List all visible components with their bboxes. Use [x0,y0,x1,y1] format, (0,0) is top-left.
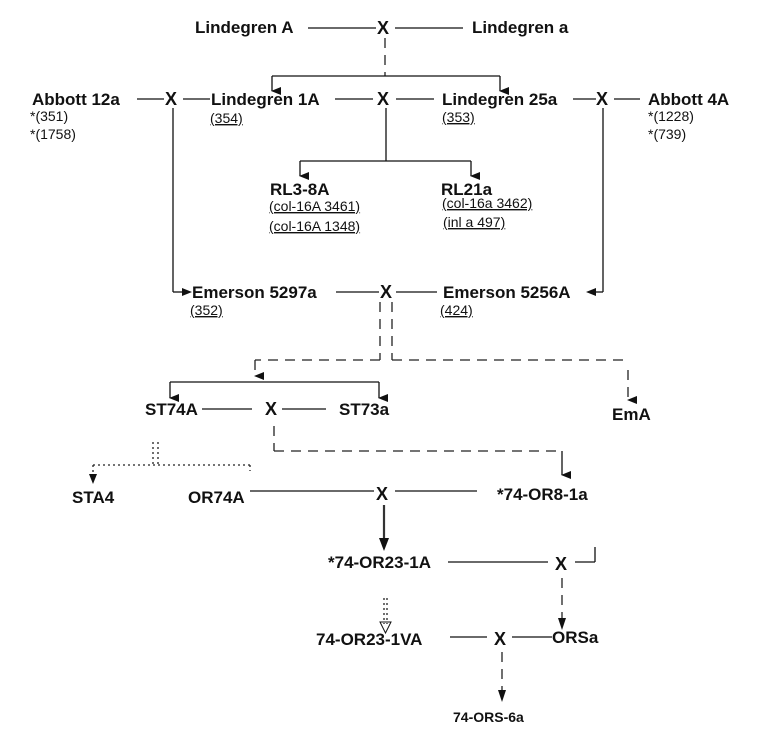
node-lindegren-A: Lindegren A [195,18,294,37]
note-abbott-4A-1: *(1228) [648,108,694,124]
node-emA: EmA [612,405,651,424]
arrow-to-emerson-5297a [182,288,192,296]
arrow-to-or23-1VA [379,621,392,635]
cross-symbol-4: X [596,89,608,109]
node-or23-1A: *74-OR23-1A [328,553,431,572]
note-abbott-4A-2: *(739) [648,126,686,142]
cross-symbol-9: X [494,629,506,649]
node-abbott-12a: Abbott 12a [32,90,120,109]
node-emerson-5297a: Emerson 5297a [192,283,317,302]
arrow-to-or23-1A [379,538,389,551]
node-st74A: ST74A [145,400,198,419]
node-or74A: OR74A [188,488,245,507]
arrow-to-ors-6a [498,690,506,702]
node-or23-1VA: 74-OR23-1VA [316,630,422,649]
node-rl3-8A: RL3-8A [270,180,330,199]
note-lindegren-1A: (354) [210,110,243,126]
arrow-to-sta4 [89,474,97,484]
node-lindegren-1A: Lindegren 1A [211,90,320,109]
cross-symbol-8: X [555,554,567,574]
note-emerson-5297a: (352) [190,302,223,318]
note-rl3-8A-1: (col-16A 3461) [269,198,360,214]
note-rl21a-1: (col-16a 3462) [442,195,532,211]
cross-symbol-5: X [380,282,392,302]
cross-symbol-7: X [376,484,388,504]
node-emerson-5256A: Emerson 5256A [443,283,571,302]
note-lindegren-25a: (353) [442,109,475,125]
note-rl21a-2: (inl a 497) [443,214,505,230]
node-orsa: ORSa [552,628,599,647]
note-abbott-12a-2: *(1758) [30,126,76,142]
note-emerson-5256A: (424) [440,302,473,318]
node-ors-6a: 74-ORS-6a [453,709,524,725]
node-lindegren-25a: Lindegren 25a [442,90,558,109]
cross-symbol-1: X [377,18,389,38]
arrow-to-emerson-5256A [586,288,596,296]
note-rl3-8A-2: (col-16A 1348) [269,218,360,234]
node-abbott-4A: Abbott 4A [648,90,729,109]
node-or8-1a: *74-OR8-1a [497,485,588,504]
cross-symbol-6: X [265,399,277,419]
arrow-to-orsa [558,618,566,630]
node-sta4: STA4 [72,488,115,507]
cross-symbol-3: X [377,89,389,109]
cross-symbol-2: X [165,89,177,109]
node-lindegren-a: Lindegren a [472,18,569,37]
node-st73a: ST73a [339,400,390,419]
note-abbott-12a-1: *(351) [30,108,68,124]
node-rl21a: RL21a [441,180,493,199]
